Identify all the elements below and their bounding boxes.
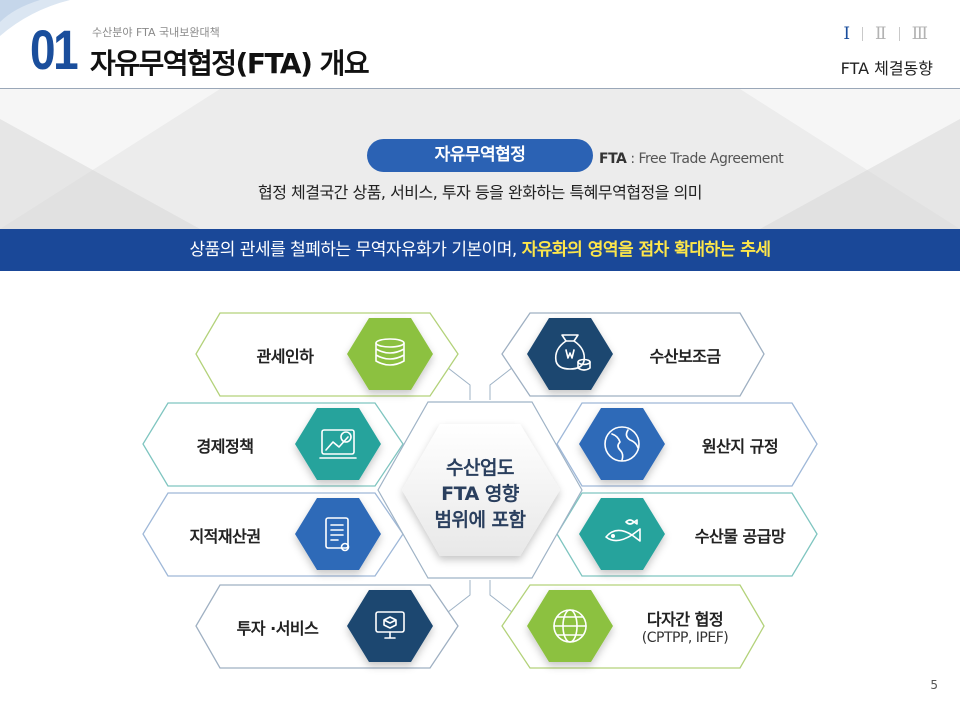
section-nav-item-1[interactable]: Ⅰ: [843, 24, 851, 44]
center-message: 수산업도 FTA 영향 범위에 포함: [400, 455, 560, 533]
section-nav-item-3[interactable]: Ⅲ: [911, 24, 928, 44]
center-hexagon: [402, 424, 560, 556]
hex-origin: [579, 408, 665, 480]
label-subsidy: 수산보조금: [649, 347, 721, 366]
coins-icon: [375, 338, 405, 366]
fta-abbr: FTA: [599, 151, 627, 167]
page-title: 자유무역협정(FTA) 개요: [90, 47, 370, 80]
fta-full-name: : Free Trade Agreement: [626, 151, 784, 167]
economy-chart-icon: [319, 429, 357, 459]
banner-text: 상품의 관세를 철폐하는 무역자유화가 기본이며,: [189, 240, 522, 260]
label-investment: 투자 ·서비스: [236, 619, 319, 638]
page-number: 5: [930, 678, 938, 692]
globe-grid-icon: [553, 609, 587, 643]
investment-monitor-icon: [375, 611, 405, 639]
trend-banner: 상품의 관세를 철폐하는 무역자유화가 기본이며, 자유화의 영역을 점차 확대…: [0, 229, 960, 271]
section-nav: Ⅰ Ⅱ Ⅲ: [843, 24, 928, 44]
divider: [898, 27, 900, 41]
label-multilateral-sub: (CPTPP, IPEF): [641, 630, 729, 646]
label-supply: 수산물 공급망: [694, 527, 786, 546]
section-nav-item-2[interactable]: Ⅱ: [875, 24, 887, 44]
hex-tariff: [347, 318, 433, 390]
label-origin: 원산지 규정: [701, 437, 779, 456]
fta-definition: FTA : Free Trade Agreement: [599, 151, 784, 167]
header-divider: [0, 88, 960, 89]
label-multilateral-title: 다자간 협정: [646, 610, 724, 629]
money-bag-icon: [554, 334, 591, 371]
fta-pill: 자유무역협정: [367, 139, 593, 172]
label-economy: 경제정책: [196, 437, 254, 456]
hex-ip: [295, 498, 381, 570]
certificate-document-icon: [325, 517, 350, 552]
center-line-2: FTA 영향: [441, 483, 519, 505]
banner-highlight: 자유화의 영역을 점차 확대하는 추세: [521, 240, 771, 260]
hex-investment: [347, 590, 433, 662]
section-name: FTA 체결동향: [840, 59, 933, 78]
center-line-1: 수산업도: [446, 457, 514, 479]
header-subtitle: 수산분야 FTA 국내보완대책: [92, 26, 220, 39]
globe-map-icon: [604, 426, 640, 462]
section-number: 01: [30, 18, 79, 81]
fta-description: 협정 체결국간 상품, 서비스, 투자 등을 완화하는 특혜무역협정을 의미: [257, 183, 703, 202]
corner-decoration: [0, 0, 70, 36]
hex-economy: [295, 408, 381, 480]
hex-supply: [579, 498, 665, 570]
fish-icon: [605, 519, 641, 542]
label-tariff: 관세인하: [256, 347, 314, 366]
label-ip: 지적재산권: [189, 527, 261, 546]
center-line-3: 범위에 포함: [434, 509, 526, 531]
label-multilateral: 다자간 협정 (CPTPP, IPEF): [610, 606, 760, 646]
divider: [862, 27, 864, 41]
